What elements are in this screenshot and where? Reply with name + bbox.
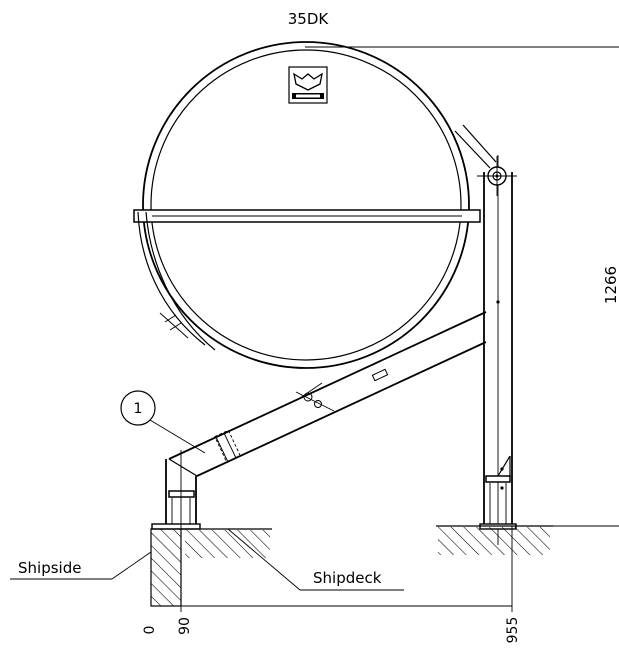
- tank: [133, 41, 481, 369]
- tank-straps: [137, 124, 497, 351]
- shipdeck-label: Shipdeck: [313, 569, 382, 587]
- ground: [150, 525, 553, 607]
- diagonal-brace: [168, 311, 487, 477]
- shipside-label: Shipside: [18, 559, 81, 577]
- shipside-wall: [150, 528, 182, 607]
- tank-inner-circle: [150, 49, 462, 361]
- callout-1-label: 1: [134, 401, 143, 417]
- dimension-post-offset: 90: [177, 617, 193, 635]
- left-post: [151, 450, 201, 535]
- callout-1: 1: [120, 390, 206, 454]
- shipdeck-callout: Shipdeck: [227, 528, 404, 591]
- right-post: [477, 155, 517, 545]
- bottom-dimension: [180, 526, 513, 612]
- drawing-title: 35DK: [288, 10, 330, 28]
- shipside-callout: Shipside: [10, 551, 152, 580]
- dimension-origin: 0: [142, 626, 158, 635]
- tank-outer-circle: [142, 41, 470, 369]
- logo-icon: [288, 66, 328, 104]
- left-base-plate: [151, 523, 201, 530]
- height-dimension: 1266: [602, 266, 619, 304]
- dimension-overall-width: 955: [505, 617, 521, 644]
